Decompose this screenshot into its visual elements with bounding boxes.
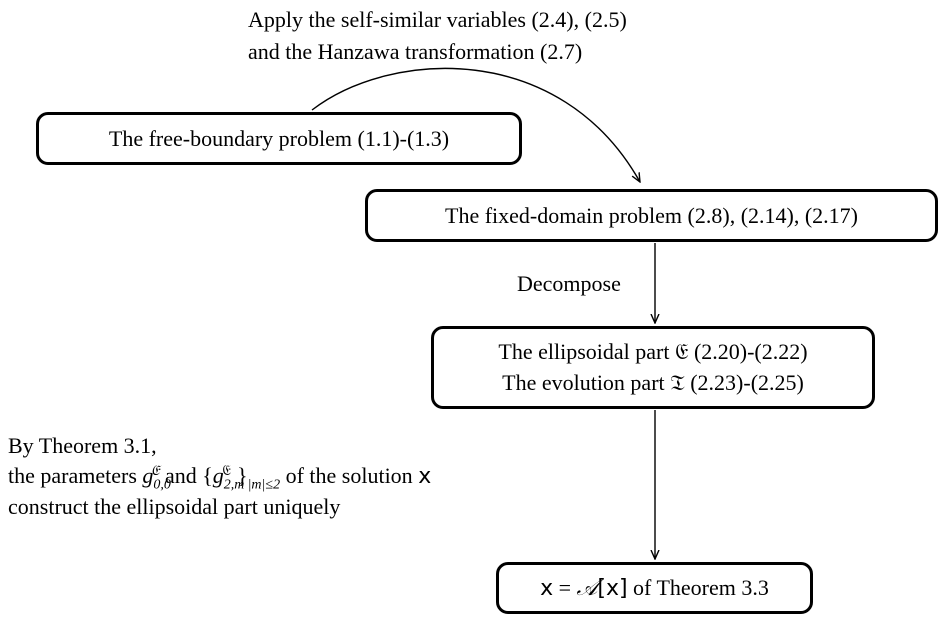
final-equals: = [558,574,572,600]
final-expression: x = 𝒜[x] of Theorem 3.3 [540,573,769,604]
operator-symbol: 𝒜 [576,574,598,600]
operator-argument: [x] [597,575,628,601]
theorem-note-line3: construct the ellipsoidal part uniquely [8,494,341,519]
g00-symbol: g0,0𝔈 [142,462,171,493]
theorem-note: By Theorem 3.1, the parameters g0,0𝔈 and… [8,431,431,522]
g2m-set-symbol: {g2,m𝔈}|m|≤2 [202,462,281,493]
evolution-prefix: The evolution part [502,369,665,395]
evolution-ref: (2.23)-(2.25) [690,369,804,395]
top-note: Apply the self-similar variables (2.4), … [248,4,627,68]
top-note-line1: Apply the self-similar variables (2.4), … [248,7,627,32]
final-suffix: of Theorem 3.3 [633,574,769,600]
top-note-line2: and the Hanzawa transformation (2.7) [248,39,583,64]
decompose-label: Decompose [517,271,621,296]
ellipsoidal-prefix: The ellipsoidal part [498,338,670,364]
theorem-note-line2: the parameters g0,0𝔈 and {g2,m𝔈}|m|≤2 of… [8,461,431,492]
ellipsoidal-part-line: The ellipsoidal part 𝔈 (2.20)-(2.22) [498,337,807,368]
evolution-symbol: 𝔗 [670,370,685,396]
parameters-text: the parameters [8,463,137,488]
theorem-note-line1: By Theorem 3.1, [8,433,157,458]
box-final-theorem: x = 𝒜[x] of Theorem 3.3 [496,562,813,614]
ellipsoidal-ref: (2.20)-(2.22) [693,338,808,364]
evolution-part-line: The evolution part 𝔗 (2.23)-(2.25) [502,368,804,399]
curved-arrow-free-to-fixed [311,67,640,182]
box-ellipsoidal-evolution-parts: The ellipsoidal part 𝔈 (2.20)-(2.22) The… [431,326,875,409]
box-free-boundary-problem: The free-boundary problem (1.1)-(1.3) [36,112,522,165]
box-fixed-domain-problem: The fixed-domain problem (2.8), (2.14), … [365,189,938,242]
box-free-boundary-label: The free-boundary problem (1.1)-(1.3) [108,125,450,151]
ellipsoidal-symbol: 𝔈 [674,339,689,365]
final-lhs: x [540,575,554,601]
box-fixed-domain-label: The fixed-domain problem (2.8), (2.14), … [445,202,858,228]
solution-variable: x [418,464,432,489]
solution-text: of the solution [285,463,413,488]
and-text: and [164,463,197,488]
